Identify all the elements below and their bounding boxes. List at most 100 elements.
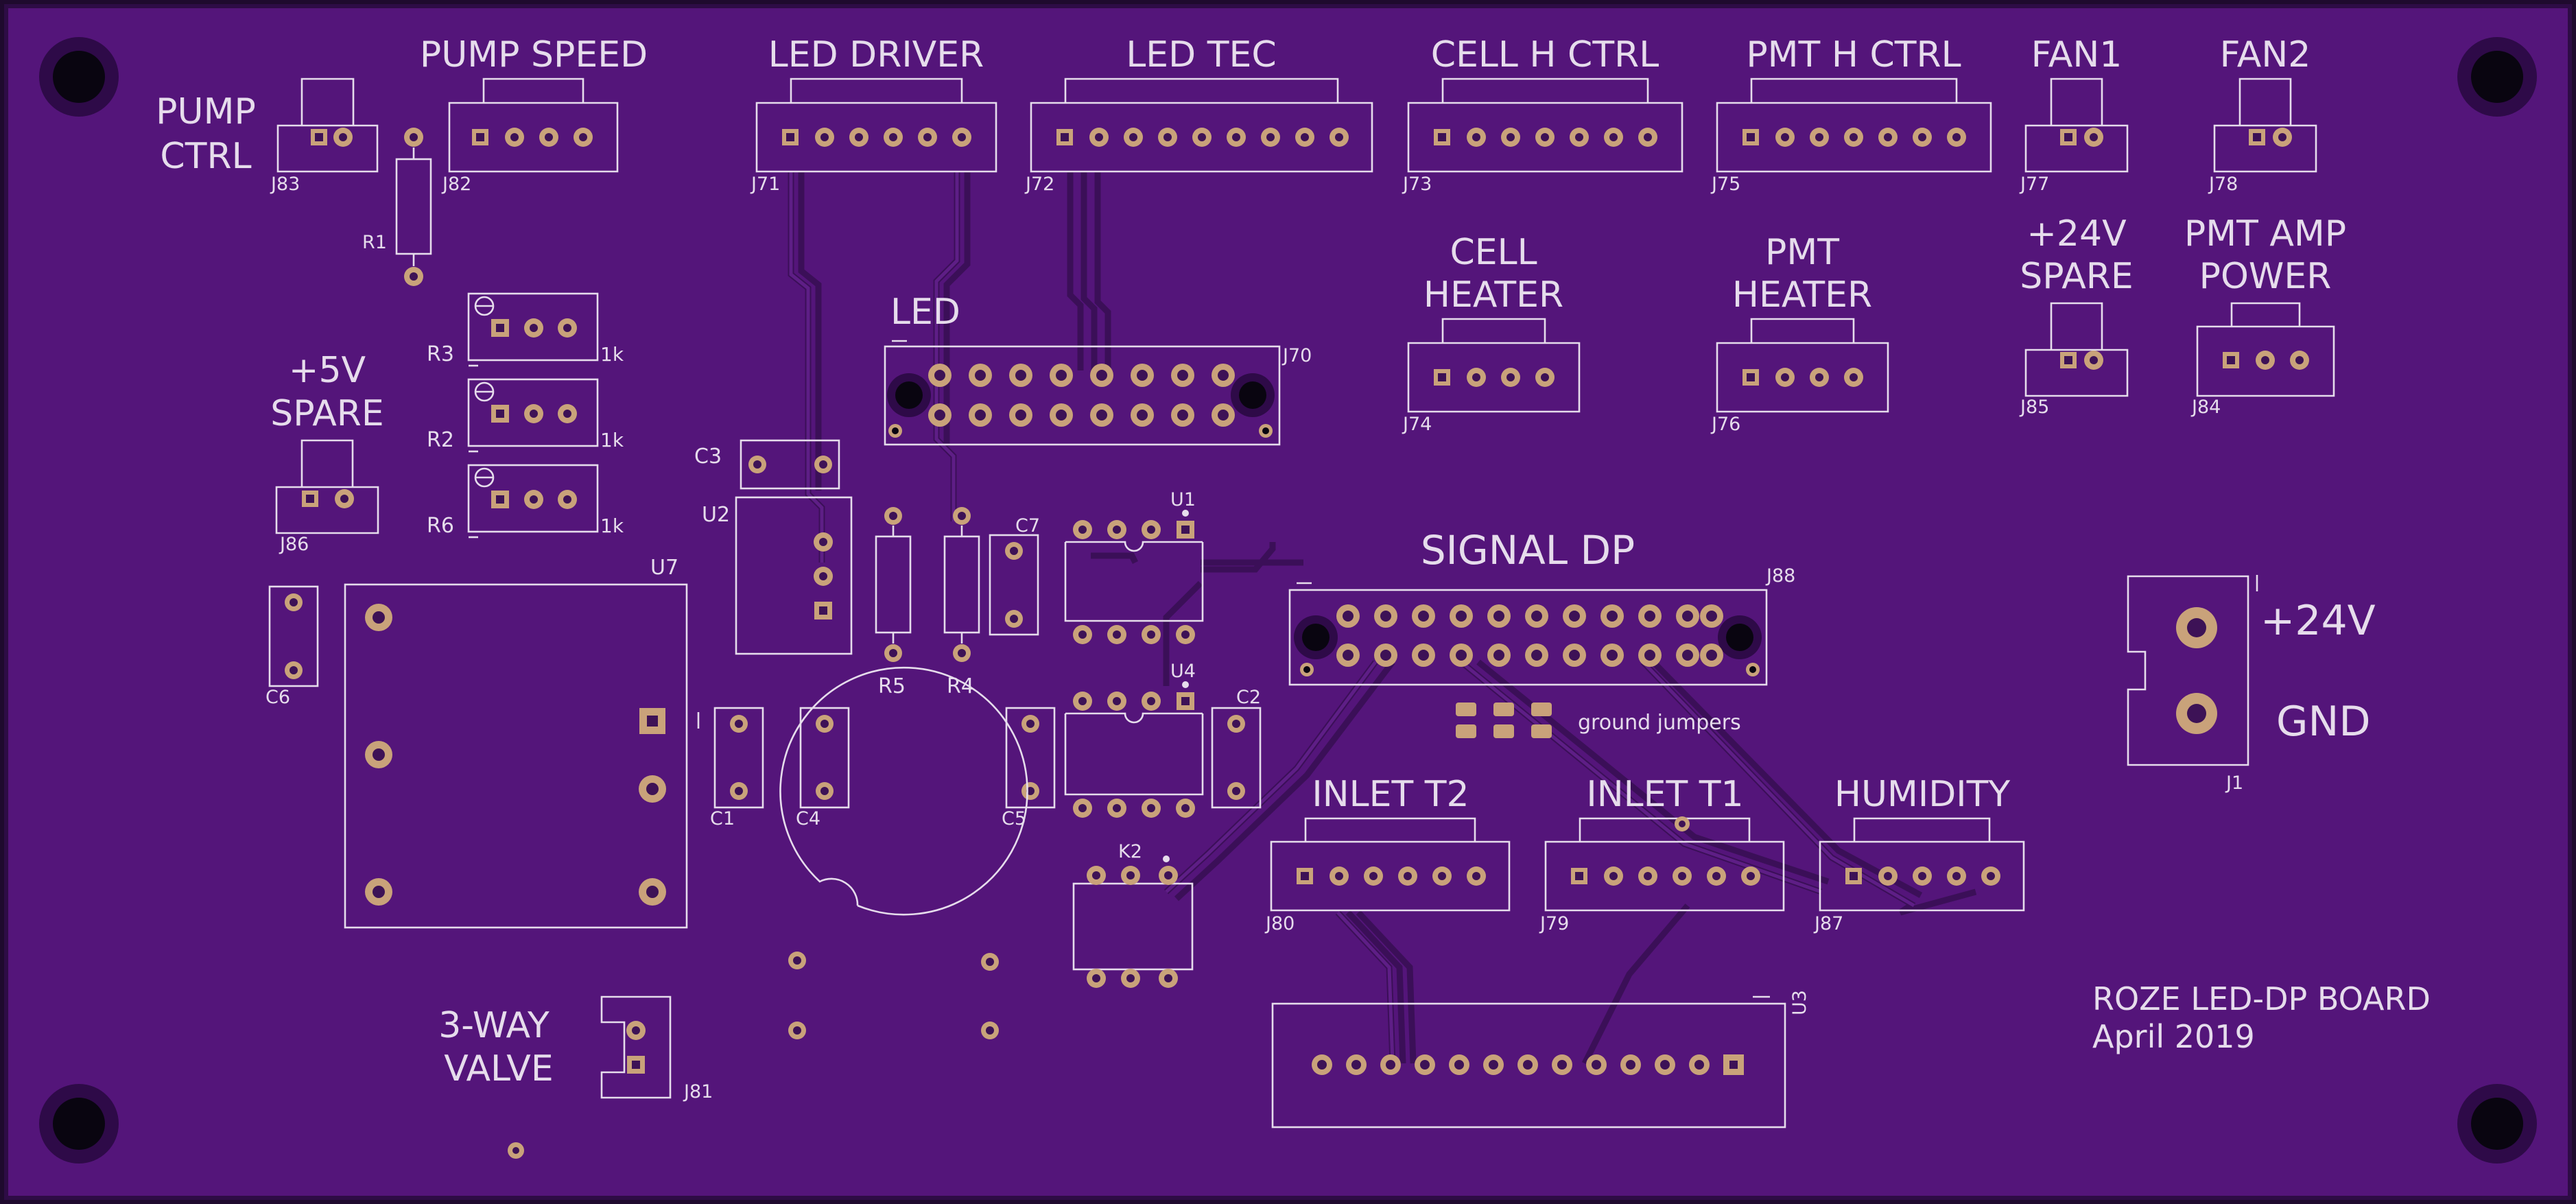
refdes-j76: J76	[1710, 414, 1740, 435]
label-pmt-heater-1: PMT	[1765, 232, 1839, 273]
j88-pins	[1336, 604, 1723, 667]
mounting-hole-bottom-right	[2457, 1084, 2537, 1164]
label-spare5-1: +5V	[289, 350, 366, 391]
refdes-r6: R6	[427, 514, 454, 538]
refdes-j88: J88	[1765, 565, 1795, 587]
capacitor-c2: C2	[1211, 687, 1262, 809]
label-pmt-h-ctrl: PMT H CTRL	[1746, 34, 1961, 75]
label-gnd: GND	[2276, 698, 2371, 746]
refdes-k2: K2	[1118, 841, 1142, 862]
board-surface	[4, 4, 2572, 1200]
refdes-j85: J85	[2019, 397, 2049, 418]
connector-j78: FAN2 J78	[2208, 34, 2317, 195]
module-u7: U7	[344, 556, 700, 929]
label-pmt-amp-1: PMT AMP	[2184, 213, 2346, 255]
refdes-j80: J80	[1264, 913, 1295, 934]
refdes-u3: U3	[1789, 990, 1810, 1015]
label-led-driver: LED DRIVER	[768, 34, 984, 75]
label-pmt-heater-2: HEATER	[1732, 274, 1872, 316]
ic-u4: U4	[1064, 661, 1204, 818]
label-inlet-t2: INLET T2	[1312, 774, 1469, 815]
resistor-r4: R4	[943, 507, 980, 698]
connector-j70: LED J70	[884, 292, 1312, 446]
capacitor-c1: C1	[710, 707, 764, 829]
label-spare24-2: SPARE	[2020, 256, 2134, 297]
module-u3: U3	[1271, 990, 1810, 1129]
refdes-j75: J75	[1710, 174, 1740, 195]
trimpot-r6: R6 1k	[427, 464, 624, 539]
label-valve-2: VALVE	[444, 1048, 554, 1089]
label-plus24v: +24V	[2260, 597, 2376, 645]
refdes-u7: U7	[650, 556, 678, 580]
connector-j82: PUMP SPEED J82	[420, 34, 648, 195]
capacitor-c6: C6	[265, 585, 319, 708]
connector-j88: SIGNAL DP J88	[1288, 527, 1795, 686]
refdes-c7: C7	[1015, 515, 1040, 536]
capacitor-c7: C7	[989, 515, 1040, 636]
label-cell-heater-2: HEATER	[1423, 274, 1563, 316]
refdes-j84: J84	[2190, 397, 2221, 418]
j70-pins	[928, 364, 1235, 427]
board-date: April 2019	[2092, 1018, 2255, 1055]
refdes-j83: J83	[270, 174, 300, 195]
connector-j83: PUMP CTRL J83	[156, 78, 379, 195]
refdes-r1: R1	[362, 232, 387, 253]
refdes-r3: R3	[427, 342, 454, 366]
label-fan1: FAN1	[2031, 34, 2123, 75]
label-spare5-2: SPARE	[270, 393, 384, 434]
capacitor-c4: C4	[796, 707, 850, 829]
refdes-u4: U4	[1170, 661, 1196, 682]
refdes-u2: U2	[702, 503, 730, 527]
capacitor-c3: C3	[694, 439, 840, 490]
connector-j84: PMT AMP POWER J84	[2184, 213, 2346, 418]
label-fan2: FAN2	[2220, 34, 2311, 75]
refdes-c2: C2	[1236, 687, 1261, 708]
refdes-j73: J73	[1402, 174, 1432, 195]
connector-j87: HUMIDITY J87	[1813, 774, 2025, 934]
refdes-r2: R2	[427, 428, 454, 452]
capacitor-c5: C5	[1002, 707, 1056, 829]
connector-j80: INLET T2 J80	[1264, 774, 1511, 934]
connector-j85: +24V SPARE J85	[2019, 213, 2134, 418]
board-title: ROZE LED-DP BOARD	[2092, 980, 2431, 1017]
refdes-j77: J77	[2019, 174, 2049, 195]
refdes-r5: R5	[878, 674, 906, 698]
refdes-j78: J78	[2208, 174, 2238, 195]
label-inlet-t1: INLET T1	[1586, 774, 1743, 815]
refdes-j82: J82	[441, 174, 471, 195]
refdes-j87: J87	[1813, 913, 1843, 934]
label-humidity: HUMIDITY	[1834, 774, 2011, 815]
value-r6: 1k	[600, 515, 624, 537]
via-bottom-left	[508, 1142, 524, 1159]
value-r2: 1k	[600, 429, 624, 451]
relay-k2: K2	[1072, 841, 1194, 988]
connector-j76: PMT HEATER J76	[1710, 232, 1889, 435]
resistor-r1: R1	[362, 128, 432, 286]
connector-j79: INLET T1 J79	[1539, 774, 1785, 934]
connector-j73: CELL H CTRL J73	[1402, 34, 1683, 195]
refdes-c6: C6	[265, 687, 290, 708]
refdes-c1: C1	[710, 808, 735, 829]
refdes-j79: J79	[1539, 913, 1569, 934]
label-led: LED	[890, 292, 960, 333]
connector-j72: LED TEC J72	[1024, 34, 1373, 195]
label-pump-speed: PUMP SPEED	[420, 34, 648, 75]
resistor-r5: R5	[875, 507, 912, 698]
refdes-c3: C3	[694, 445, 722, 469]
round-component	[779, 666, 1028, 1039]
refdes-u1: U1	[1170, 489, 1196, 510]
refdes-c4: C4	[796, 808, 820, 829]
label-spare24-1: +24V	[2026, 213, 2127, 255]
label-ground-jumpers: ground jumpers	[1578, 711, 1741, 735]
label-pmt-amp-2: POWER	[2199, 256, 2332, 297]
ground-jumpers: ground jumpers	[1456, 703, 1741, 738]
terminal-j1: +24V GND J1	[2127, 575, 2376, 794]
refdes-j71: J71	[750, 174, 780, 195]
connector-j74: CELL HEATER J74	[1402, 232, 1581, 435]
label-pump-ctrl-2: CTRL	[160, 136, 251, 177]
label-led-tec: LED TEC	[1126, 34, 1276, 75]
connector-j86: +5V SPARE J86	[270, 350, 384, 555]
refdes-j1: J1	[2225, 772, 2243, 794]
trimpot-r3: R3 1k	[427, 292, 624, 367]
